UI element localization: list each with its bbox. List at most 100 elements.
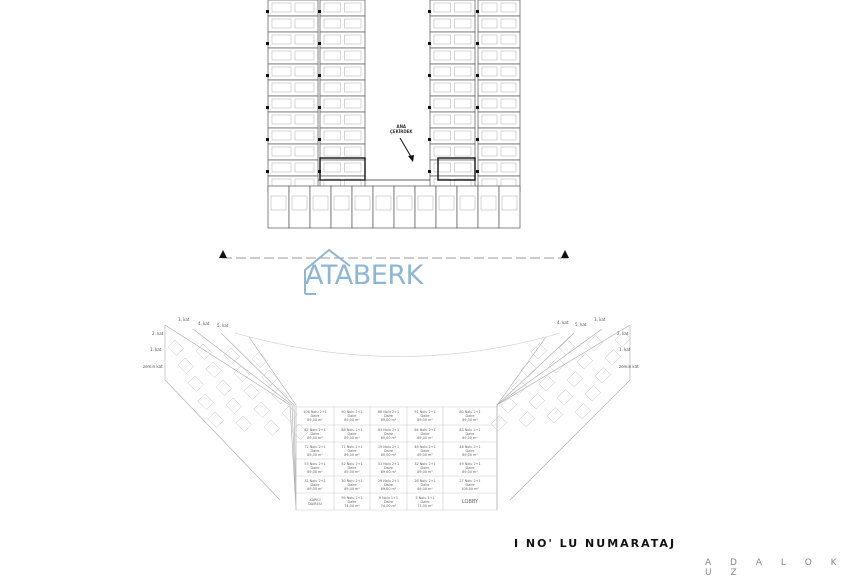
room [433, 82, 451, 93]
column [318, 106, 321, 109]
apartment-unit [477, 79, 521, 97]
unit-cell-line: Daire [310, 448, 320, 453]
column [318, 138, 321, 141]
unit-cell [586, 335, 603, 352]
room [481, 2, 498, 13]
room [454, 66, 472, 77]
column [476, 106, 479, 109]
room [271, 66, 292, 77]
room [271, 18, 292, 29]
apartment-unit [319, 63, 366, 81]
apartment-unit [319, 127, 366, 145]
room [294, 146, 315, 157]
room [294, 34, 315, 45]
apartment-unit [267, 127, 319, 145]
room [294, 50, 315, 61]
apartment-unit [319, 159, 366, 177]
room [294, 98, 315, 109]
unit-cell-line: 89,00 m² [462, 469, 478, 474]
room [271, 114, 292, 125]
unit-cell [195, 343, 212, 360]
unit-cell [520, 361, 537, 378]
unit-cell-line: 89,00 m² [462, 452, 478, 457]
room [433, 18, 451, 29]
unit-cell [205, 361, 222, 378]
apartment-unit [429, 15, 476, 33]
apartment-unit [477, 15, 521, 33]
unit-cell-line: Daire [383, 465, 394, 470]
room [270, 195, 287, 211]
unit-cell-line: Daire [310, 431, 320, 436]
section-marker-icon [561, 250, 569, 258]
room [433, 162, 451, 173]
room [500, 98, 517, 109]
room [344, 146, 362, 157]
floor-label: 3. kat [178, 317, 190, 322]
unit-cell-line: 91 Nolu 2+1 [414, 410, 436, 414]
room [454, 50, 472, 61]
room [271, 82, 292, 93]
brand-logo-text: A D A L O K U Z [705, 558, 845, 578]
unit-cell-line: 89,00 m² [462, 435, 478, 440]
apartment-unit [429, 111, 476, 129]
apartment-unit [319, 47, 366, 65]
apartment-unit [267, 143, 319, 161]
room [344, 66, 362, 77]
room [294, 162, 315, 173]
unit-cell-line: Daire [465, 414, 475, 418]
unit-cell [510, 379, 527, 396]
unit-cell-line: LOBBY [461, 498, 479, 505]
apartment-unit [267, 79, 319, 97]
unit-cell-line: Daire [383, 431, 394, 436]
unit-cell-line: 89,00 m² [417, 435, 433, 440]
apartment-unit [477, 127, 521, 145]
column [476, 10, 479, 13]
column [266, 170, 269, 173]
unit-cell-line: 89,00 m² [307, 469, 323, 474]
unit-cell-line: 28 Nolu 2+1 [414, 478, 436, 483]
unit-cell [215, 379, 232, 396]
room [454, 18, 472, 29]
room [312, 195, 329, 211]
floor-label: 1. kat [150, 347, 162, 352]
unit-cell-line: 64 Nolu 2+1 [414, 427, 436, 432]
floor-label: 2. kat [152, 331, 164, 336]
room [480, 195, 497, 211]
wing-outline [220, 332, 297, 511]
unit-cell-line: DAIRESI [308, 501, 322, 506]
unit-cell-line: 89,00 m² [417, 452, 433, 457]
room [344, 162, 362, 173]
wing-outline [164, 325, 281, 501]
room [396, 195, 413, 211]
room [500, 18, 517, 29]
unit-cell-line: 89,00 m² [380, 452, 397, 457]
room [481, 18, 498, 29]
room [323, 130, 341, 141]
room [500, 146, 517, 157]
apartment-unit [429, 127, 476, 145]
column [476, 170, 479, 173]
apartment-unit [429, 159, 476, 177]
floor-label: 5. kat [217, 323, 229, 328]
unit-cell [187, 375, 204, 392]
floor-label: 5. kat [575, 322, 587, 327]
unit-cell-line: 89,00 m² [344, 418, 360, 422]
wing-outline [164, 324, 297, 511]
room [354, 195, 371, 211]
column [266, 106, 269, 109]
apartment-unit [429, 79, 476, 97]
room [433, 2, 451, 13]
